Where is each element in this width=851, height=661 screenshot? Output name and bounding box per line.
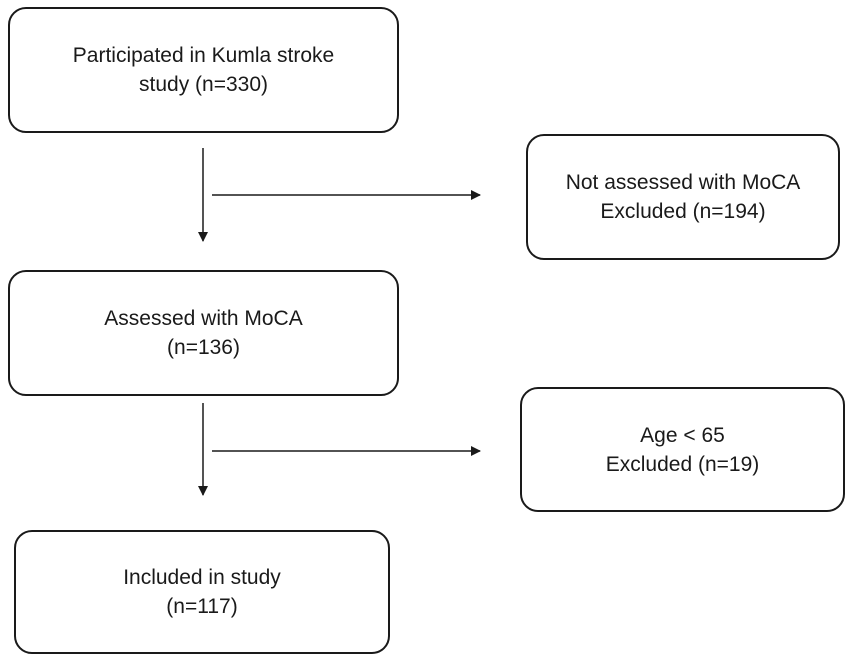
included-box: Included in study (n=117) (14, 530, 390, 654)
not-assessed-line1: Not assessed with MoCA (565, 171, 801, 194)
included-line1: Included in study (123, 566, 281, 589)
assessed-line1: Assessed with MoCA (104, 307, 303, 330)
age-excluded-box: Age < 65 Excluded (n=19) (520, 387, 845, 512)
age-excluded-line1: Age < 65 (640, 423, 725, 447)
not-assessed-line2: Excluded (n=194) (600, 200, 766, 223)
not-assessed-box: Not assessed with MoCA Excluded (n=194) (526, 134, 840, 260)
assessed-line2: (n=136) (167, 336, 240, 359)
participated-box: Participated in Kumla stroke study (n=33… (8, 7, 399, 133)
participated-line1: Participated in Kumla stroke (72, 44, 335, 67)
assessed-box: Assessed with MoCA (n=136) (8, 270, 399, 396)
included-line2: (n=117) (166, 595, 238, 618)
age-excluded-line2: Excluded (n=19) (605, 452, 760, 476)
participated-line2: study (n=330) (139, 73, 268, 96)
